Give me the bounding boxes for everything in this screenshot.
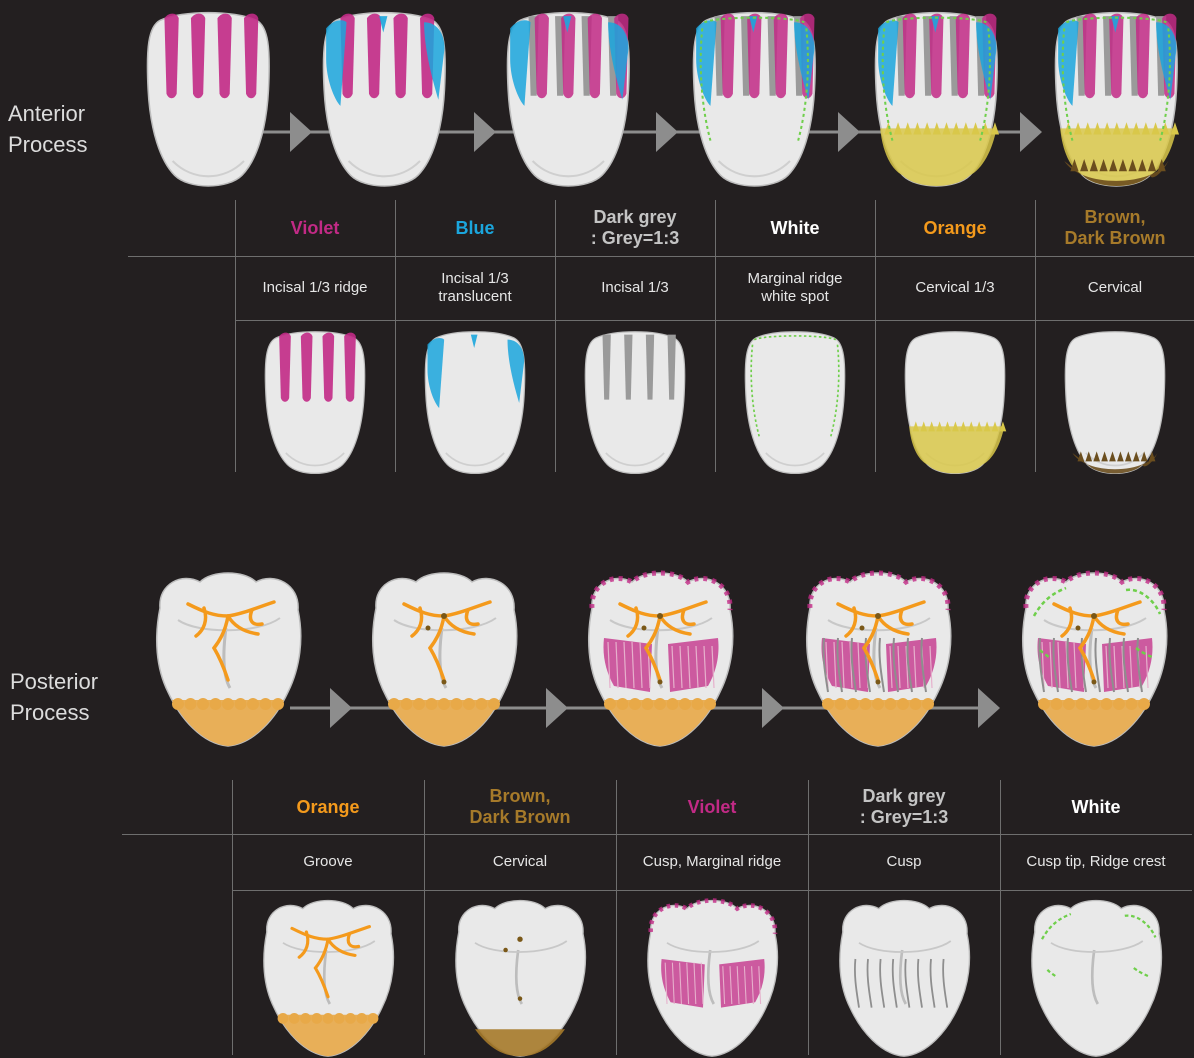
arrow-right-icon	[290, 112, 312, 152]
arrow-right-icon	[474, 112, 496, 152]
color-area-violet: Incisal 1/3 ridge	[235, 256, 395, 320]
color-area-brown: Cervical	[424, 834, 616, 890]
tooth-thumbnail-brown	[1060, 328, 1170, 478]
color-name-orange: Orange	[875, 200, 1035, 256]
color-area-orange: Cervical 1/3	[875, 256, 1035, 320]
arrow-right-icon	[978, 688, 1000, 728]
table-divider	[232, 890, 1192, 891]
tooth-thumbnail-darkgrey	[829, 896, 979, 1058]
arrow-right-icon	[656, 112, 678, 152]
color-area-darkgrey: Cusp	[808, 834, 1000, 890]
tooth-icon	[745, 332, 844, 474]
arrow-right-icon	[838, 112, 860, 152]
tooth-icon	[648, 901, 778, 1057]
tooth-thumbnail-violet	[637, 896, 787, 1058]
tooth-icon	[264, 901, 394, 1057]
posterior-step-tooth	[807, 573, 951, 746]
color-name-white: White	[715, 200, 875, 256]
tooth-icon	[265, 332, 364, 474]
anterior-step-tooth	[507, 13, 629, 186]
arrow-right-icon	[1020, 112, 1042, 152]
anterior-process-strip	[0, 0, 1194, 200]
color-name-orange: Orange	[232, 780, 424, 834]
anterior-step-tooth	[875, 13, 999, 186]
color-name-violet: Violet	[235, 200, 395, 256]
tooth-thumbnail-blue	[420, 328, 530, 478]
tooth-thumbnail-darkgrey	[580, 328, 690, 478]
posterior-step-tooth	[589, 573, 733, 746]
color-name-brown: Brown, Dark Brown	[1035, 200, 1194, 256]
color-area-brown: Cervical	[1035, 256, 1194, 320]
color-area-blue: Incisal 1/3 translucent	[395, 256, 555, 320]
color-area-white: Cusp tip, Ridge crest	[1000, 834, 1192, 890]
color-area-darkgrey: Incisal 1/3	[555, 256, 715, 320]
arrow-right-icon	[762, 688, 784, 728]
tooth-thumbnail-violet	[260, 328, 370, 478]
color-name-darkgrey: Dark grey : Grey=1:3	[808, 780, 1000, 834]
tooth-icon	[905, 332, 1006, 474]
tooth-thumbnail-orange	[900, 328, 1010, 478]
posterior-step-tooth	[1023, 573, 1167, 746]
color-name-darkgrey: Dark grey : Grey=1:3	[555, 200, 715, 256]
tooth-icon	[840, 901, 970, 1057]
color-area-violet: Cusp, Marginal ridge	[616, 834, 808, 890]
color-area-white: Marginal ridge white spot	[715, 256, 875, 320]
tooth-icon	[425, 332, 524, 474]
tooth-icon	[1032, 901, 1162, 1057]
color-area-orange: Groove	[232, 834, 424, 890]
arrow-right-icon	[546, 688, 568, 728]
anterior-step-tooth	[323, 13, 445, 186]
anterior-step-tooth	[1055, 13, 1179, 186]
tooth-icon	[1065, 332, 1164, 474]
tooth-thumbnail-white	[740, 328, 850, 478]
color-name-blue: Blue	[395, 200, 555, 256]
color-name-violet: Violet	[616, 780, 808, 834]
tooth-thumbnail-orange	[253, 896, 403, 1058]
color-name-brown: Brown, Dark Brown	[424, 780, 616, 834]
anterior-step-tooth	[147, 13, 269, 186]
tooth-thumbnail-brown	[445, 896, 595, 1058]
tooth-icon	[585, 332, 684, 474]
tooth-thumbnail-white	[1021, 896, 1171, 1058]
arrow-right-icon	[330, 688, 352, 728]
anterior-step-tooth	[693, 13, 815, 186]
tooth-icon	[456, 901, 586, 1057]
posterior-step-tooth	[373, 573, 517, 746]
posterior-process-strip	[0, 560, 1194, 770]
posterior-step-tooth	[157, 573, 301, 746]
color-name-white: White	[1000, 780, 1192, 834]
